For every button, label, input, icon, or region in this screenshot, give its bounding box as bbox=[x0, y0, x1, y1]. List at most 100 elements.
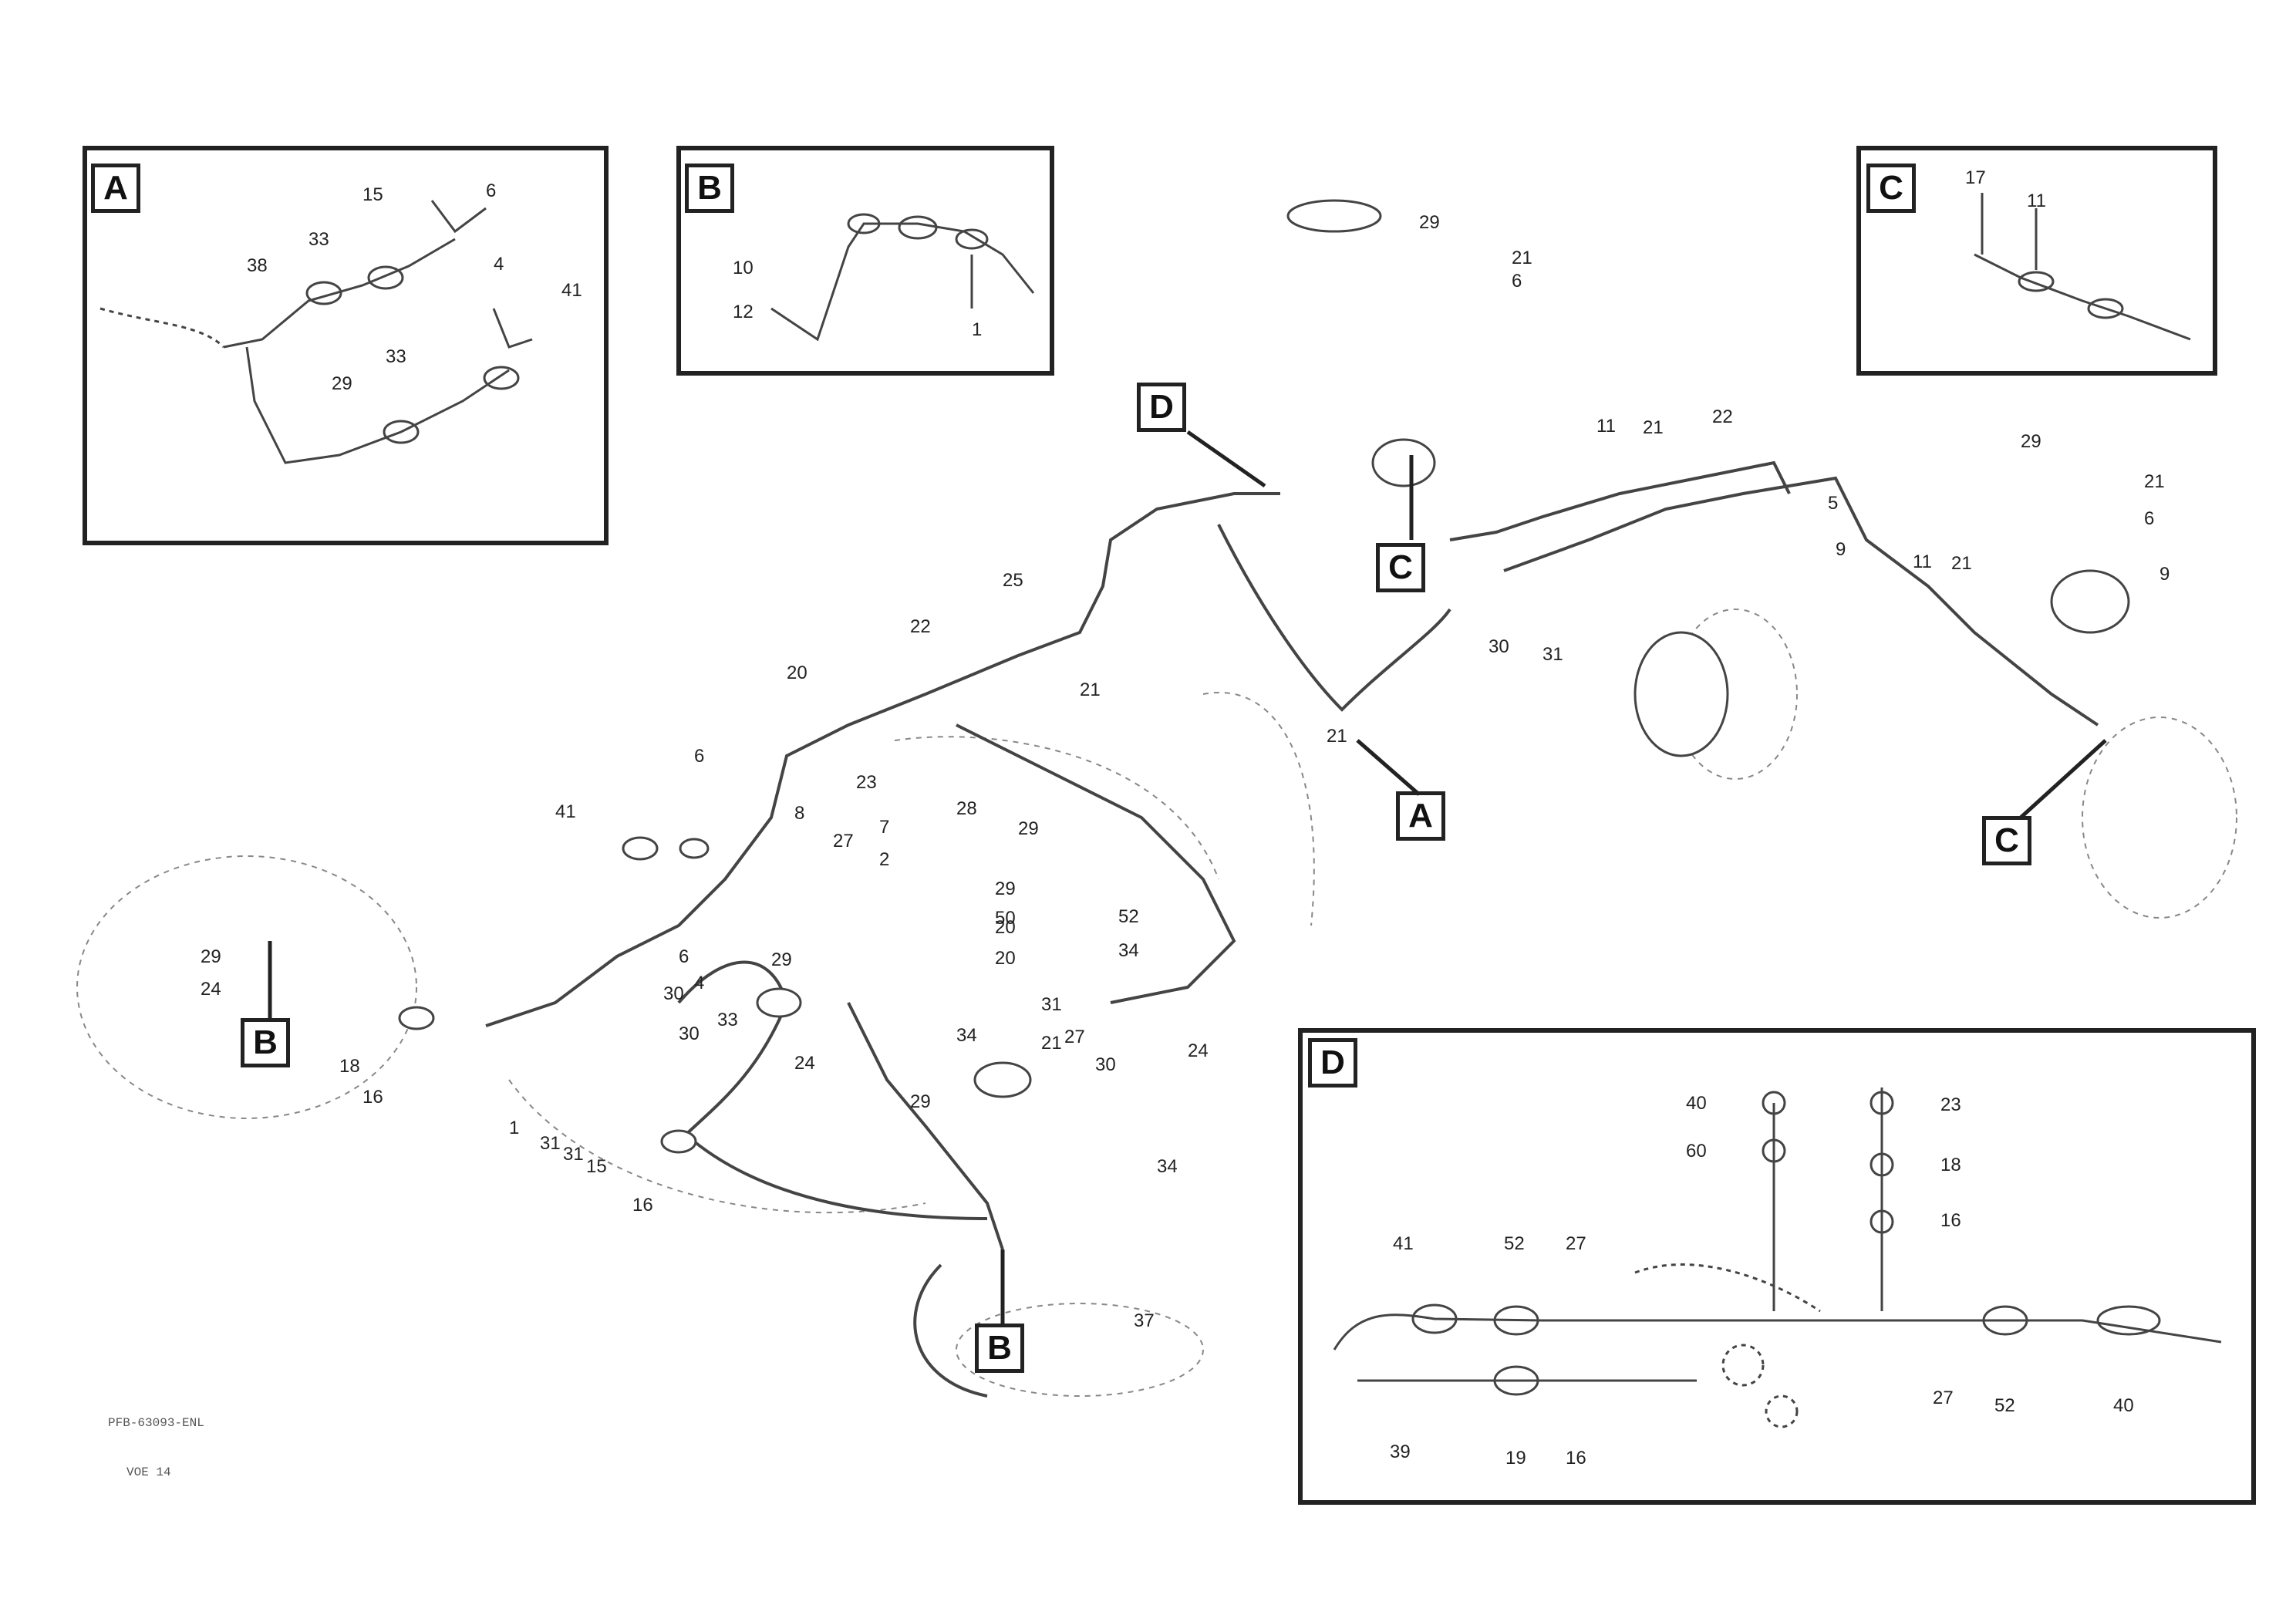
callout-label: 41 bbox=[1393, 1233, 1414, 1254]
view-ref-b: B bbox=[241, 1018, 290, 1067]
callout-label: 11 bbox=[1913, 551, 1932, 572]
inset-d: 40 60 23 18 16 41 52 27 39 19 16 27 52 4… bbox=[1298, 1028, 2256, 1505]
callout-label: 34 bbox=[1118, 940, 1139, 961]
hydraulic-lines bbox=[485, 460, 2099, 1398]
callout-label: 11 bbox=[2027, 191, 2046, 211]
callout-label: 34 bbox=[1157, 1156, 1178, 1177]
callout-label: 12 bbox=[733, 302, 754, 322]
drawing-code: PFB-63093-ENL bbox=[108, 1416, 204, 1430]
callout-label: 30 bbox=[679, 1023, 700, 1044]
callout-label: 30 bbox=[663, 983, 684, 1004]
callout-label: 38 bbox=[247, 255, 268, 276]
callout-label: 21 bbox=[1327, 726, 1347, 747]
callout-label: 6 bbox=[694, 746, 704, 767]
callout-label: 6 bbox=[486, 180, 496, 201]
callout-label: 52 bbox=[1118, 906, 1139, 927]
detail-label-a: A bbox=[91, 164, 140, 213]
callout-label: 6 bbox=[679, 946, 689, 967]
callout-label: 18 bbox=[1940, 1155, 1961, 1175]
callout-label: 21 bbox=[1512, 248, 1532, 268]
callout-label: 29 bbox=[1419, 212, 1440, 233]
view-ref-c: C bbox=[1982, 816, 2031, 865]
callout-label: 29 bbox=[771, 949, 792, 970]
callout-label: 6 bbox=[2144, 508, 2154, 529]
callout-label: 29 bbox=[910, 1091, 931, 1112]
callout-label: 16 bbox=[1940, 1210, 1961, 1231]
callout-label: 9 bbox=[2159, 564, 2170, 585]
callout-label: 27 bbox=[833, 831, 854, 851]
callout-label: 6 bbox=[1512, 271, 1522, 292]
callout-label: 24 bbox=[794, 1053, 815, 1074]
callout-label: 20 bbox=[995, 948, 1016, 969]
callout-label: 15 bbox=[586, 1156, 607, 1177]
callout-label: 20 bbox=[787, 663, 807, 683]
callout-label: 29 bbox=[995, 878, 1016, 899]
callout-label: 29 bbox=[1018, 818, 1039, 839]
callout-label: 60 bbox=[1686, 1141, 1707, 1162]
view-ref-a: A bbox=[1396, 791, 1445, 841]
callout-label: 41 bbox=[561, 280, 582, 301]
callout-label: 23 bbox=[1940, 1094, 1961, 1115]
callout-label: 22 bbox=[910, 616, 931, 637]
callout-label: 31 bbox=[563, 1144, 584, 1165]
callout-label: 33 bbox=[717, 1010, 738, 1030]
callout-label: 1 bbox=[509, 1118, 519, 1138]
drawing-code-sub: VOE 14 bbox=[126, 1465, 171, 1479]
callout-label: 33 bbox=[308, 229, 329, 250]
callout-label: 29 bbox=[2021, 431, 2041, 452]
callout-label: 31 bbox=[1041, 994, 1062, 1015]
callout-label: 9 bbox=[1836, 539, 1846, 560]
callout-label: 18 bbox=[339, 1056, 360, 1077]
callout-label: 21 bbox=[2144, 471, 2165, 492]
callout-label: 11 bbox=[1596, 416, 1616, 437]
detail-label-b: B bbox=[685, 164, 734, 213]
callout-label: 21 bbox=[1951, 553, 1972, 574]
callout-label: 21 bbox=[1080, 679, 1101, 700]
callout-label: 27 bbox=[1933, 1388, 1954, 1408]
callout-label: 31 bbox=[540, 1133, 561, 1154]
callout-label: 28 bbox=[956, 798, 977, 819]
callout-label: 16 bbox=[362, 1087, 383, 1108]
callout-label: 50 bbox=[995, 908, 1016, 929]
callout-label: 29 bbox=[332, 373, 352, 394]
callout-label: 16 bbox=[1566, 1448, 1586, 1469]
callout-label: 30 bbox=[1095, 1054, 1116, 1075]
callout-label: 17 bbox=[1965, 167, 1986, 188]
callout-label: 23 bbox=[856, 772, 877, 793]
callout-label: 22 bbox=[1712, 406, 1733, 427]
callout-label: 52 bbox=[1504, 1233, 1525, 1254]
callout-label: 31 bbox=[1542, 644, 1563, 665]
callout-label: 1 bbox=[972, 319, 982, 340]
callout-label: 5 bbox=[1828, 493, 1838, 514]
callout-label: 8 bbox=[794, 803, 804, 824]
detail-label-d: D bbox=[1308, 1038, 1357, 1088]
inset-a: 15 6 33 38 4 41 29 33 bbox=[83, 146, 609, 545]
callout-label: 21 bbox=[1643, 417, 1664, 438]
view-ref-c: C bbox=[1376, 543, 1425, 592]
callout-label: 24 bbox=[1188, 1040, 1209, 1061]
callout-label: 40 bbox=[2113, 1395, 2134, 1416]
callout-label: 29 bbox=[201, 946, 221, 967]
callout-label: 4 bbox=[494, 254, 504, 275]
inset-a-frame bbox=[83, 146, 609, 545]
inset-b: 10 12 1 bbox=[676, 146, 1054, 376]
callout-label: 21 bbox=[1041, 1033, 1062, 1054]
callout-label: 39 bbox=[1390, 1442, 1411, 1462]
callout-label: 27 bbox=[1064, 1027, 1085, 1047]
callout-label: 30 bbox=[1489, 636, 1509, 657]
fittings bbox=[398, 199, 2130, 1154]
view-ref-d: D bbox=[1137, 383, 1186, 432]
callout-label: 33 bbox=[386, 346, 406, 367]
callout-label: 24 bbox=[201, 979, 221, 1000]
callout-label: 27 bbox=[1566, 1233, 1586, 1254]
callout-label: 52 bbox=[1994, 1395, 2015, 1416]
inset-d-frame bbox=[1298, 1028, 2256, 1505]
callout-label: 37 bbox=[1134, 1310, 1155, 1331]
callout-label: 16 bbox=[632, 1195, 653, 1216]
detail-label-c: C bbox=[1866, 164, 1916, 213]
callout-label: 2 bbox=[879, 849, 889, 870]
